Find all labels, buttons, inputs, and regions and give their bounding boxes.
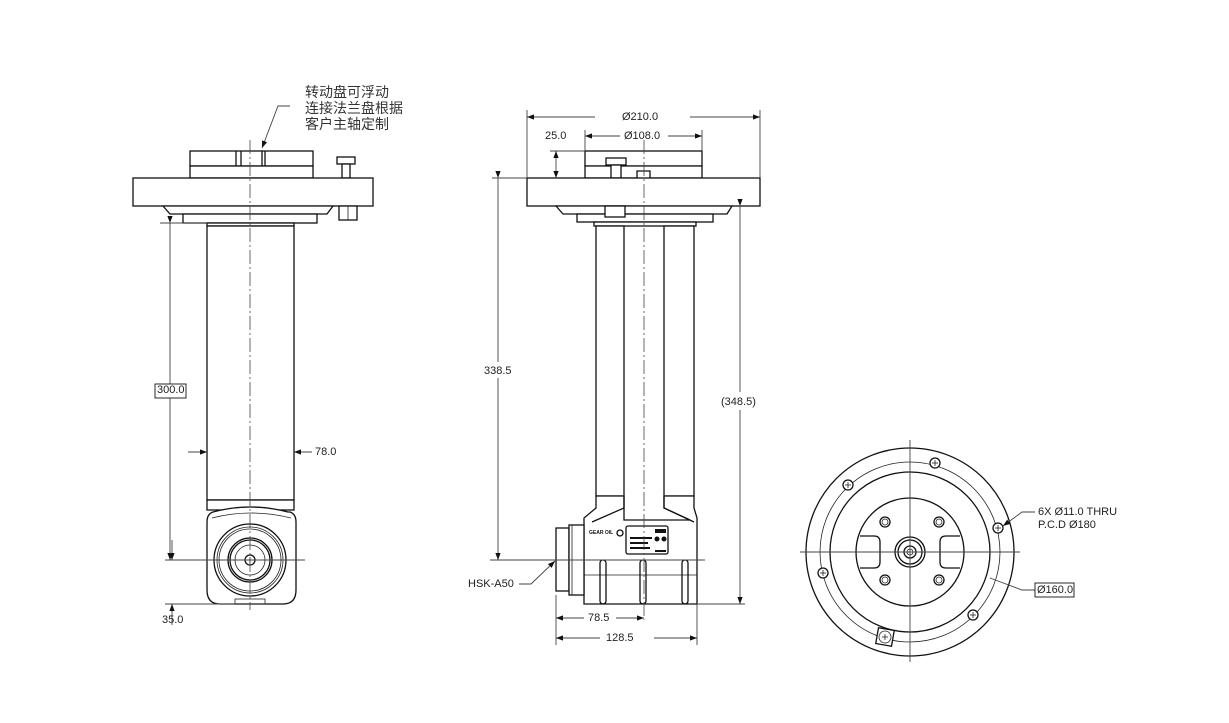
- side-width-label: 78.0: [315, 446, 337, 458]
- note-line-3: 客户主轴定制: [305, 117, 389, 133]
- top-diameter-label: Ø108.0: [624, 130, 661, 142]
- height-dim-box: [154, 383, 187, 399]
- half-width-label: 78.5: [588, 612, 610, 624]
- note-line-1: 转动盘可浮动: [305, 85, 389, 101]
- customization-note: 转动盘可浮动 连接法兰盘根据 客户主轴定制: [305, 85, 403, 133]
- note-line-2: 连接法兰盘根据: [305, 101, 403, 117]
- inner-diameter-label: Ø160.0: [1037, 584, 1074, 596]
- label-plate-brand: GEAR OIL: [589, 530, 614, 536]
- inner-dia-box: [1034, 582, 1075, 598]
- bolt-holes-pcd: [817, 457, 1004, 621]
- side-height-label: 300.0: [157, 384, 185, 396]
- bolt-holes-inner: [879, 516, 945, 586]
- side-offset-label: 35.0: [162, 614, 184, 626]
- holes-note-1: 6X Ø11.0 THRU: [1038, 506, 1118, 518]
- hsk-interface: [555, 527, 570, 592]
- flange: [132, 177, 374, 207]
- rotary-plate-top: [189, 150, 314, 167]
- front-height-label: 338.5: [484, 365, 512, 377]
- column-right: [663, 225, 695, 497]
- side-view: [132, 105, 374, 625]
- rotary-plate-bottom: [189, 165, 314, 179]
- flange-diameter-label: Ø210.0: [622, 111, 659, 123]
- top-height-label: 25.0: [545, 130, 567, 142]
- holes-note-2: P.C.D Ø180: [1038, 519, 1096, 531]
- flange: [526, 177, 761, 207]
- front-view: [490, 110, 761, 645]
- bolt-head: [336, 156, 356, 165]
- column-left: [595, 225, 625, 497]
- column: [206, 225, 295, 501]
- tool-interface-label: HSK-A50: [468, 578, 514, 590]
- nut: [604, 205, 626, 218]
- note-leader: [261, 105, 290, 149]
- front-width-label: 128.5: [606, 632, 634, 644]
- bottom-view: [800, 440, 1075, 662]
- bolt-head: [605, 157, 627, 166]
- reference-height-label: (348.5): [721, 396, 756, 408]
